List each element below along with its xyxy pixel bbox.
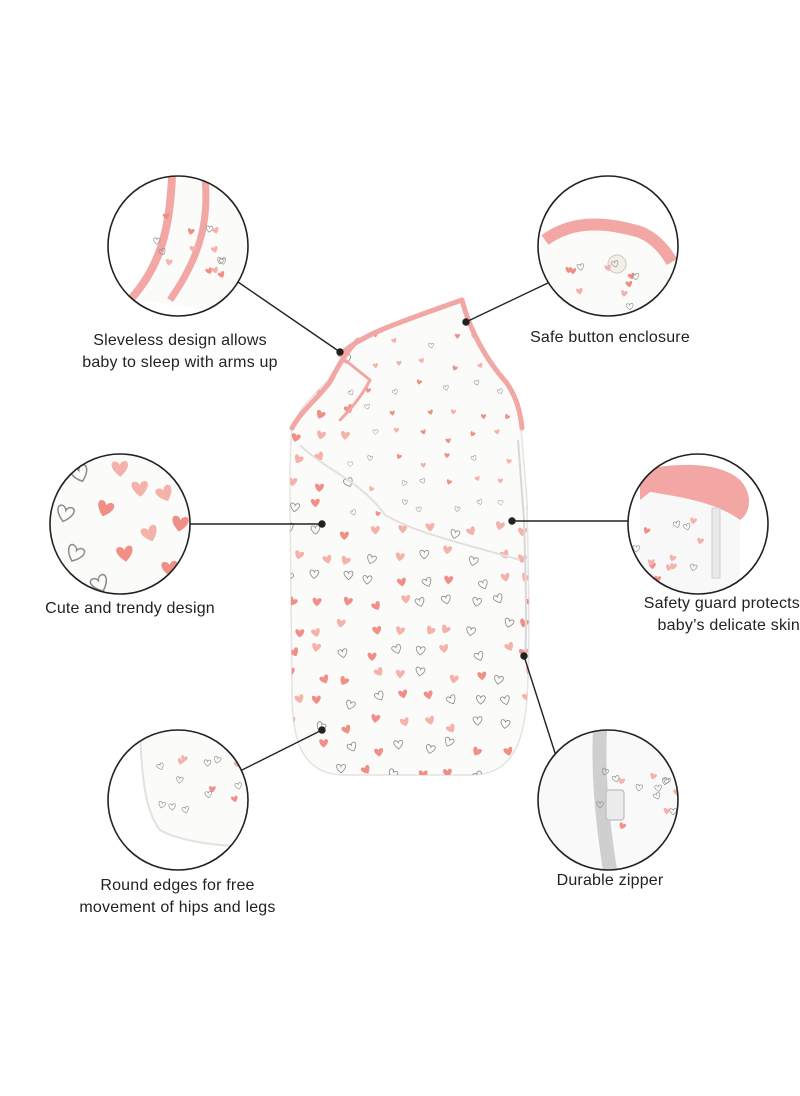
- heart-print-icon: [528, 357, 529, 365]
- heart-print-icon: [497, 357, 505, 364]
- heart-print-icon: [290, 381, 303, 394]
- label-button-line1: Safe button enclosure: [530, 329, 690, 346]
- label-guard-line2: baby’s delicate skin: [657, 617, 800, 634]
- label-guard: Safety guard protects baby’s delicate sk…: [590, 593, 800, 637]
- sleep-sack-product: [289, 297, 542, 776]
- label-edges-line2: movement of hips and legs: [79, 899, 276, 916]
- callout-circle-zipper: [537, 729, 679, 871]
- callout-connectors: [190, 281, 628, 771]
- label-zipper-line1: Durable zipper: [556, 872, 664, 889]
- label-edges: Round edges for free movement of hips an…: [45, 875, 310, 919]
- zipper-line: [517, 439, 528, 661]
- right-armhole-binding: [337, 297, 465, 358]
- heart-print-icon: [519, 770, 529, 775]
- label-trendy-line1: Cute and trendy design: [45, 600, 215, 617]
- inner-armhole-binding: [338, 358, 372, 422]
- heart-print-icon: [630, 314, 639, 316]
- heart-print-icon: [313, 361, 326, 373]
- zipper-pull-icon: [605, 789, 625, 821]
- label-sleeveless: Sleveless design allows baby to sleep wi…: [50, 330, 310, 374]
- heart-print-icon: [635, 568, 645, 578]
- label-guard-line1: Safety guard protects: [643, 595, 800, 612]
- label-button: Safe button enclosure: [500, 327, 720, 349]
- heart-print-icon: [290, 760, 295, 772]
- heart-print-icon: [525, 430, 529, 438]
- label-edges-line1: Round edges for free: [100, 877, 255, 894]
- heart-print-icon: [290, 405, 296, 418]
- button-icon: [607, 254, 627, 274]
- heart-print-icon: [518, 386, 526, 393]
- callout-circle-trendy: [49, 453, 191, 595]
- sleep-sack-body: [289, 298, 530, 776]
- callout-circle-edges: [107, 729, 249, 871]
- heart-print-icon: [503, 763, 515, 775]
- front-flap-edge: [299, 444, 521, 561]
- heart-print-icon: [530, 714, 541, 725]
- heart-print-icon: [526, 452, 529, 459]
- label-sleeveless-line2: baby to sleep with arms up: [82, 354, 278, 371]
- label-sleeveless-line1: Sleveless design allows: [93, 332, 267, 349]
- neck-binding: [459, 297, 525, 431]
- callout-circle-sleeveless: [107, 175, 249, 317]
- label-zipper: Durable zipper: [510, 870, 710, 892]
- heart-print-icon: [530, 736, 542, 747]
- label-trendy: Cute and trendy design: [10, 598, 250, 620]
- heart-print-icon: [581, 314, 591, 316]
- callout-circle-guard: [627, 453, 769, 595]
- heart-print-icon: [526, 482, 529, 490]
- heart-print-icon: [530, 408, 537, 415]
- callout-circle-button: [537, 175, 679, 317]
- heart-print-icon: [310, 771, 323, 775]
